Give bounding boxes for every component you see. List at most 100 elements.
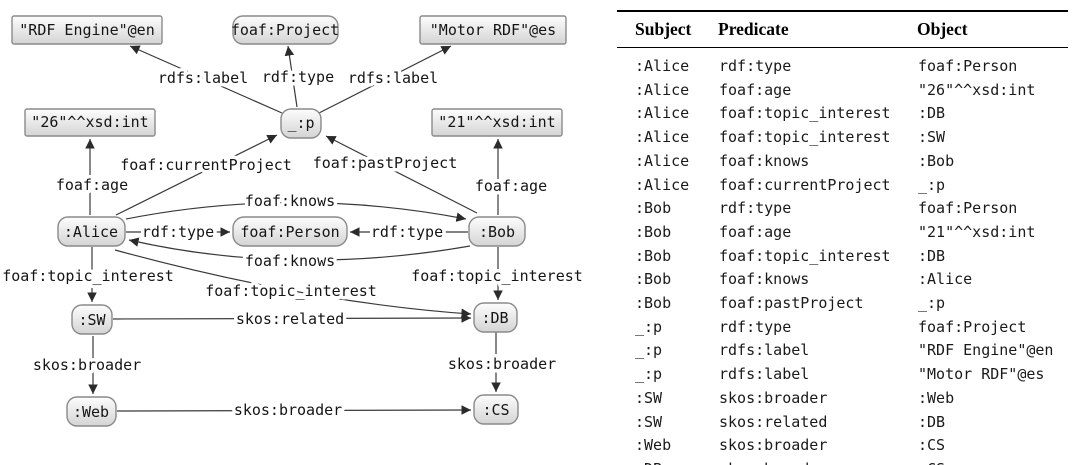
predicate-cell: rdfs:label bbox=[719, 365, 810, 384]
edge-p-rdftype-project bbox=[284, 45, 298, 108]
edge-label-age-bob: foaf:age bbox=[475, 177, 547, 195]
table-row: :Bob foaf:pastProject _:p bbox=[617, 292, 1068, 316]
object-cell: :CS bbox=[917, 458, 1068, 465]
predicate-cell: foaf:pastProject bbox=[719, 294, 864, 313]
predicate-cell: foaf:knows bbox=[719, 270, 810, 289]
predicate-cell: foaf:age bbox=[719, 222, 792, 241]
subject-cell: :Alice bbox=[635, 57, 690, 75]
node-label: "21"^^xsd:int bbox=[438, 113, 555, 131]
subject-cell: _:p bbox=[635, 365, 663, 384]
table-row: :Alice foaf:knows :Bob bbox=[617, 150, 1068, 174]
node-web: :Web bbox=[66, 396, 117, 427]
predicate-cell: foaf:currentProject bbox=[719, 175, 891, 194]
object-cell: "21"^^xsd:int bbox=[918, 222, 1036, 241]
table-row: :Alice foaf:currentProject _:p bbox=[617, 174, 1068, 198]
triple-table: Subject Predicate Object :Alice rdf:type… bbox=[617, 10, 1068, 465]
node-bob: :Bob bbox=[468, 216, 526, 247]
edge-alice-knows-bob bbox=[125, 201, 467, 222]
edge-label-rdftype-alice: rdf:type bbox=[142, 223, 214, 241]
predicate-cell: rdf:type bbox=[719, 199, 792, 218]
node-label: "RDF Engine"@en bbox=[19, 21, 154, 39]
table-row: _:p rdfs:label "RDF Engine"@en bbox=[617, 339, 1068, 363]
node-label: :Web bbox=[73, 403, 109, 421]
predicate-cell: rdf:type bbox=[719, 317, 792, 336]
subject-cell: :Bob bbox=[635, 294, 672, 313]
edge-label-topic-bob-db: foaf:topic_interest bbox=[411, 267, 583, 285]
subject-cell: :Alice bbox=[635, 175, 690, 194]
edge-label-knows-ba: foaf:knows bbox=[245, 252, 335, 270]
predicate-cell: foaf:topic_interest bbox=[719, 246, 891, 265]
predicate-cell: foaf:age bbox=[719, 80, 792, 99]
triple-table-body: :Alice rdf:type foaf:Person :Alice foaf:… bbox=[617, 48, 1068, 465]
predicate-cell: skos:broader bbox=[719, 388, 828, 407]
object-cell: foaf:Person bbox=[918, 199, 1018, 218]
predicate-cell: rdf:type bbox=[719, 57, 792, 75]
node-cs: :CS bbox=[473, 394, 519, 425]
edge-label-related: skos:related bbox=[236, 310, 344, 328]
edge-bob-pastproject bbox=[325, 135, 478, 214]
object-cell: :SW bbox=[918, 128, 946, 147]
table-row: _:p rdf:type foaf:Project bbox=[617, 316, 1068, 340]
node-blank-p: _:p bbox=[280, 108, 322, 139]
table-row: :SW skos:broader :Web bbox=[617, 387, 1068, 411]
column-header-predicate: Predicate bbox=[718, 12, 917, 48]
subject-cell: _:p bbox=[635, 317, 663, 336]
table-row: :DB skos:broader :CS bbox=[617, 458, 1068, 465]
table-row: :Web skos:broader :CS bbox=[617, 434, 1068, 458]
table-row: :Alice foaf:age "26"^^xsd:int bbox=[617, 79, 1068, 103]
node-label: :CS bbox=[482, 401, 509, 419]
node-label: :DB bbox=[481, 309, 508, 327]
column-header-object: Object bbox=[917, 12, 1068, 48]
subject-cell: :Web bbox=[635, 436, 672, 455]
object-cell: :Web bbox=[918, 388, 955, 407]
table-row: _:p rdfs:label "Motor RDF"@es bbox=[617, 363, 1068, 387]
object-cell: _:p bbox=[918, 294, 946, 313]
table-row: :Bob rdf:type foaf:Person bbox=[617, 197, 1068, 221]
object-cell: :DB bbox=[918, 246, 946, 265]
object-cell: "26"^^xsd:int bbox=[918, 80, 1036, 99]
edge-label-knows-ab: foaf:knows bbox=[245, 192, 335, 210]
node-literal-rdf-engine: "RDF Engine"@en bbox=[11, 15, 163, 45]
predicate-cell: foaf:knows bbox=[719, 151, 810, 170]
predicate-cell: foaf:topic_interest bbox=[719, 104, 891, 123]
graph-nodes: "RDF Engine"@en foaf:Project "Motor RDF"… bbox=[11, 15, 567, 427]
table-row: :Alice foaf:topic_interest :DB bbox=[617, 102, 1068, 126]
edge-p-rdfslabel-en bbox=[129, 45, 283, 114]
table-row: :Bob foaf:age "21"^^xsd:int bbox=[617, 221, 1068, 245]
predicate-cell: skos:broader bbox=[718, 458, 917, 465]
edge-label-pastproject: foaf:pastProject bbox=[313, 154, 458, 172]
node-alice: :Alice bbox=[57, 216, 126, 247]
node-db: :DB bbox=[473, 302, 518, 333]
object-cell: "Motor RDF"@es bbox=[918, 365, 1045, 384]
edge-label-age-alice: foaf:age bbox=[56, 176, 128, 194]
edge-sw-related-db bbox=[112, 313, 472, 323]
node-label: :SW bbox=[78, 311, 106, 329]
table-row: :Bob foaf:topic_interest :DB bbox=[617, 245, 1068, 269]
object-cell: "RDF Engine"@en bbox=[918, 341, 1054, 360]
predicate-cell: skos:related bbox=[719, 412, 828, 431]
subject-cell: :Bob bbox=[635, 270, 672, 289]
node-literal-age-21: "21"^^xsd:int bbox=[431, 108, 563, 137]
edge-label-topic-alice-db: foaf:topic_interest bbox=[205, 282, 377, 300]
predicate-cell: rdfs:label bbox=[719, 341, 810, 360]
subject-cell: :Alice bbox=[635, 151, 690, 170]
node-literal-motor-rdf: "Motor RDF"@es bbox=[419, 15, 567, 45]
graph-edge-labels: rdfs:label rdf:type rdfs:label foaf:curr… bbox=[0, 65, 586, 423]
node-label: foaf:Project bbox=[231, 21, 339, 39]
subject-cell: :Bob bbox=[635, 199, 672, 218]
table-row: :Alice foaf:topic_interest :SW bbox=[617, 126, 1068, 150]
edge-label-rdftype-project: rdf:type bbox=[262, 68, 334, 86]
object-cell: foaf:Project bbox=[918, 317, 1027, 336]
subject-cell: :DB bbox=[617, 458, 718, 465]
table-row: :SW skos:related :DB bbox=[617, 411, 1068, 435]
table-row: :Bob foaf:knows :Alice bbox=[617, 268, 1068, 292]
edge-label-rdftype-bob: rdf:type bbox=[371, 223, 443, 241]
graph-edges bbox=[85, 45, 503, 415]
object-cell: :CS bbox=[918, 436, 946, 455]
rdf-graph-diagram: rdfs:label rdf:type rdfs:label foaf:curr… bbox=[0, 15, 586, 427]
edge-label-broader-web: skos:broader bbox=[234, 401, 342, 419]
predicate-cell: foaf:topic_interest bbox=[719, 128, 891, 147]
node-foaf-person: foaf:Person bbox=[232, 216, 348, 247]
edge-label-currentproject: foaf:currentProject bbox=[120, 156, 292, 174]
node-label: :Bob bbox=[479, 223, 515, 241]
